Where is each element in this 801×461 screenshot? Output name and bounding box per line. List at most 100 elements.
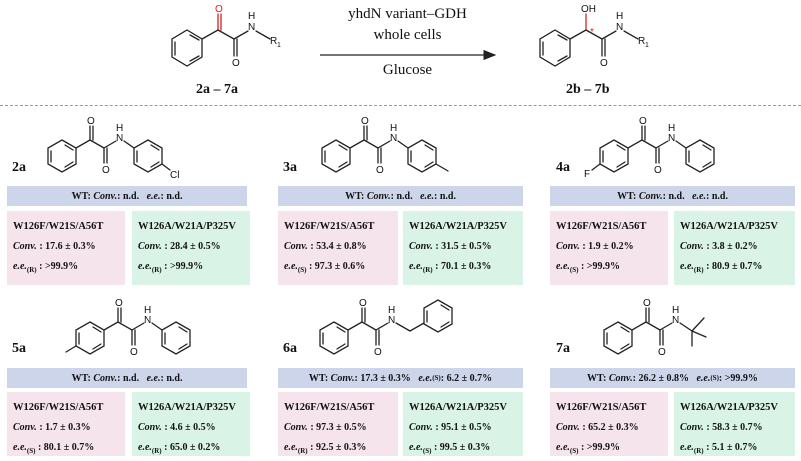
product-structure: OH * O N H R 1 [539,4,649,69]
wt-prefix: WT: [345,190,365,202]
compound-label-6a: 6a [283,341,297,356]
mutant-name: W126F/W21S/A56T [13,402,104,413]
ee-sub: (S) [297,266,307,274]
ee-value: : 80.1 ± 0.7% [35,442,95,453]
atom-r: R [270,36,277,47]
conv-label: Conv. [680,422,704,433]
mutant-name: W126A/W21A/P325V [409,221,507,232]
conv-value: : 1.9 ± 0.2% [579,241,634,252]
atom-o: O [232,58,240,69]
mutant-name: W126A/W21A/P325V [138,221,236,232]
compound-label-5a: 5a [12,341,26,356]
conv-value: : 58.3 ± 0.7% [703,422,763,433]
mutant-box-7a-left: W126F/W21S/A56T Conv. : 65.2 ± 0.3% e.e.… [550,392,668,456]
ee-label: e.e. [13,442,27,453]
wt-prefix: WT: [71,372,91,384]
conv-label: Conv. [638,190,663,202]
conv-value: : 97.3 ± 0.5% [307,422,367,433]
atom-o: O [359,298,367,309]
ee-label: e.e. [284,261,298,272]
ee-label: e.e. [284,442,298,453]
conv-label: Conv. [608,372,633,384]
wt-prefix: WT: [71,190,91,202]
substrate-range-label: 2a – 7a [196,82,238,97]
conv-label: Conv. [366,190,391,202]
wt-bar-2a: WT: Conv. : n.d. e.e. : n.d. [7,186,247,206]
reagent-enzyme: yhdN variant–GDH [348,6,467,22]
mutant-name: W126F/W21S/A56T [13,221,104,232]
wt-prefix: WT: [617,190,637,202]
conv-label: Conv. [284,241,308,252]
mutant-name: W126F/W21S/A56T [556,402,647,413]
structure-6a: O O N H [319,298,453,358]
atom-n: N [390,133,397,144]
structure-2a: O O N H Cl [47,116,179,181]
compound-label-2a: 2a [12,160,26,175]
ee-label: e.e. [680,261,694,272]
ee-label: e.e. [556,261,570,272]
conv-label: Conv. [13,241,37,252]
ee-value: : 99.5 ± 0.3% [431,442,491,453]
ee-value: : 65.0 ± 0.2% [161,442,221,453]
conv-label: Conv. [409,241,433,252]
conv-value: : n.d. [390,190,413,202]
mutant-name: W126F/W21S/A56T [556,221,647,232]
ee-value: : 92.5 ± 0.3% [307,442,367,453]
conv-value: : 53.4 ± 0.8% [307,241,367,252]
ee-label: e.e. [138,442,152,453]
conv-value: : n.d. [662,190,685,202]
structure-4a: F O O N H [584,116,715,180]
ee-value: : 70.1 ± 0.3% [432,261,492,272]
substrate-structure: O O N H R 1 [171,4,281,69]
ee-sub: (R) [693,266,704,274]
ee-value: : 6.2 ± 0.7% [440,372,493,384]
conv-value: : 95.1 ± 0.5% [432,422,492,433]
mutant-box-5a-right: W126A/W21A/P325V Conv. : 4.6 ± 0.5% e.e.… [132,392,250,456]
atom-o-red: O [215,4,223,15]
atom-h: H [116,123,123,134]
chiral-star: * [590,27,594,38]
ee-label: e.e. [680,442,694,453]
mutant-box-2a-right: W126A/W21A/P325V Conv. : 28.4 ± 0.5% e.e… [132,211,250,285]
ee-value: : 80.9 ± 0.7% [703,261,763,272]
atom-o: O [130,347,138,358]
mutant-box-4a-right: W126A/W21A/P325V Conv. : 3.8 ± 0.2% e.e.… [674,211,795,285]
atom-h: H [390,123,397,134]
ee-value: : 97.3 ± 0.6% [306,261,366,272]
wt-bar-3a: WT: Conv. : n.d. e.e. : n.d. [278,186,523,206]
ee-sub: (R) [151,447,162,455]
conv-value: : 1.7 ± 0.3% [36,422,91,433]
conv-value: : 31.5 ± 0.5% [432,241,492,252]
mutant-name: W126A/W21A/P325V [138,402,236,413]
ee-value: : n.d. [160,190,183,202]
wt-prefix: WT: [587,372,607,384]
atom-o: O [600,58,608,69]
ee-label: e.e. [13,261,27,272]
wt-bar-7a: WT: Conv. : 26.2 ± 0.8% e.e.(S) : >99.9% [550,368,795,388]
ee-sub: (S) [710,374,719,382]
conv-label: Conv. [556,241,580,252]
atom-h: H [672,305,679,316]
ee-value: : n.d. [705,190,728,202]
conv-value: : 17.6 ± 0.3% [36,241,96,252]
conv-label: Conv. [330,372,355,384]
conv-label: Conv. [556,422,580,433]
atom-r-sub: 1 [277,42,281,49]
atom-o: O [87,116,95,127]
conv-value: : 3.8 ± 0.2% [703,241,758,252]
ee-value: : 5.1 ± 0.7% [703,442,758,453]
mutant-box-3a-left: W126F/W21S/A56T Conv. : 53.4 ± 0.8% e.e.… [278,211,398,285]
wt-bar-5a: WT: Conv. : n.d. e.e. : n.d. [7,368,247,388]
atom-f: F [584,169,590,180]
atom-o: O [102,165,110,176]
ee-label: e.e. [146,190,161,202]
conv-value: : 4.6 ± 0.5% [161,422,216,433]
ee-label: e.e. [418,372,433,384]
mutant-name: W126A/W21A/P325V [680,402,778,413]
structure-3a: O O N H [321,116,449,176]
ee-sub: (S) [569,447,579,455]
conv-value: : n.d. [117,372,140,384]
ee-value: : >99.9% [578,442,620,453]
conv-value: : n.d. [117,190,140,202]
